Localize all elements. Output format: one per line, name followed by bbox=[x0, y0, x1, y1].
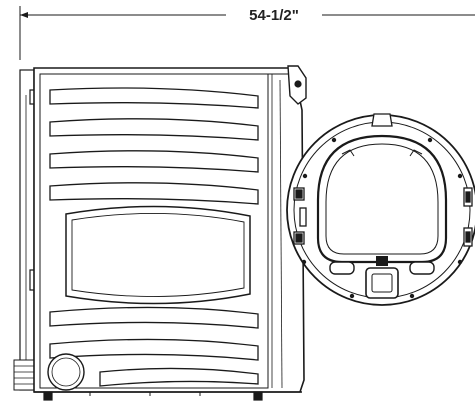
dimension-line: 54-1/2" bbox=[19, 4, 475, 60]
dryer-door-view bbox=[286, 113, 475, 306]
centre-panel bbox=[65, 205, 251, 305]
vent-cover bbox=[47, 353, 85, 391]
dryer-side-view bbox=[13, 65, 307, 401]
foot bbox=[43, 391, 53, 401]
dimension-label-bg bbox=[227, 4, 321, 24]
dimension-label: 54-1/2" bbox=[249, 7, 299, 24]
door-opening bbox=[316, 134, 448, 264]
rear-panel bbox=[19, 69, 35, 391]
latch-housing bbox=[365, 267, 399, 299]
foot bbox=[253, 391, 263, 401]
